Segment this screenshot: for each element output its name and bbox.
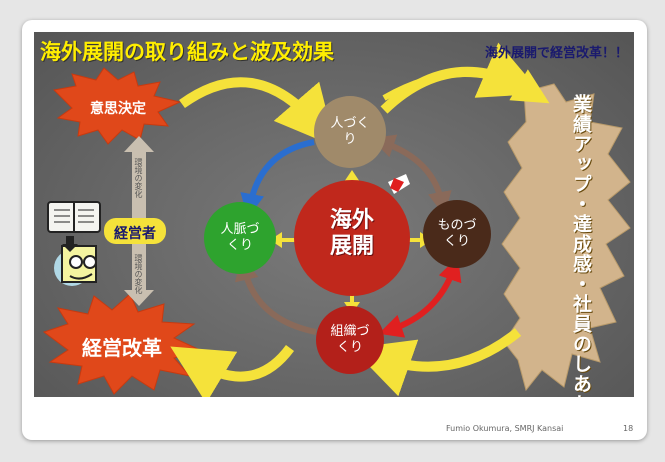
arrow-decision-to-hito: [179, 77, 336, 147]
pushpin-icon: [388, 174, 410, 194]
arrow-top-to-result: [382, 69, 550, 104]
node-mono-line2: くり: [443, 234, 470, 249]
arrow-result-to-soshiki: [351, 328, 522, 397]
center-line1: 海外: [329, 208, 374, 233]
manager-label-bg: [104, 218, 166, 244]
slide-panel: 海外展開の取り組みと波及効果 海外展開で経営改革！！ 意思決定 経営改革 経営者…: [34, 32, 634, 397]
center-arrow-left: [270, 232, 296, 248]
arrow-soshiki-to-reform: [170, 344, 295, 397]
result-label: 業績アップ・達成感・社員のしあわせ: [570, 94, 592, 397]
arrow-soshiki-to-jinmyaku: [235, 256, 317, 335]
node-hito-line2: り: [343, 132, 357, 147]
arrow-hito-mono: [370, 134, 452, 216]
arrow-mono-soshiki: [378, 256, 462, 338]
reform-burst-label: 経営改革: [82, 336, 162, 360]
center-circle: [294, 180, 410, 296]
manager-label: 経営者: [114, 226, 156, 242]
node-hito-circle: [314, 96, 386, 168]
node-soshiki-line1: 組織づ: [330, 324, 370, 339]
node-hito-label: 人づく り: [314, 116, 386, 148]
node-jinmyaku-label: 人脈づ くり: [204, 222, 276, 254]
footer-page-number: 18: [623, 424, 634, 433]
node-jinmyaku-line2: くり: [226, 238, 253, 253]
side-label-bottom: 環境の変化: [134, 254, 143, 294]
node-jinmyaku-circle: [204, 202, 276, 274]
diagram-canvas: [42, 42, 631, 397]
center-label: 海外 展開: [296, 208, 408, 260]
node-mono-line1: ものづ: [437, 218, 477, 233]
node-hito-line1: 人づく: [330, 116, 370, 131]
slide-title: 海外展開の取り組みと波及効果: [40, 40, 334, 64]
result-burst-shape: [501, 83, 631, 392]
slide-subtitle: 海外展開で経営改革！！: [484, 46, 628, 61]
decision-burst-shape: [52, 67, 182, 145]
node-mono-circle: [423, 200, 491, 268]
node-mono-label: ものづ くり: [423, 218, 491, 250]
node-soshiki-circle: [316, 306, 384, 374]
footer-credit: Fumio Okumura, SMRJ Kansai: [446, 424, 564, 433]
vertical-arrow-top-head: [124, 136, 154, 152]
center-line2: 展開: [329, 234, 374, 259]
side-label-top: 環境の変化: [134, 158, 143, 198]
arrow-hito-to-jinmyaku: [240, 139, 315, 218]
node-jinmyaku-line1: 人脈づ: [220, 222, 260, 237]
node-soshiki-line2: くり: [336, 340, 363, 355]
node-soshiki-label: 組織づ くり: [316, 324, 384, 356]
decision-burst-label: 意思決定: [90, 101, 146, 117]
vertical-arrow-bottom-head: [124, 290, 154, 306]
book-reader-icon: [47, 201, 101, 286]
